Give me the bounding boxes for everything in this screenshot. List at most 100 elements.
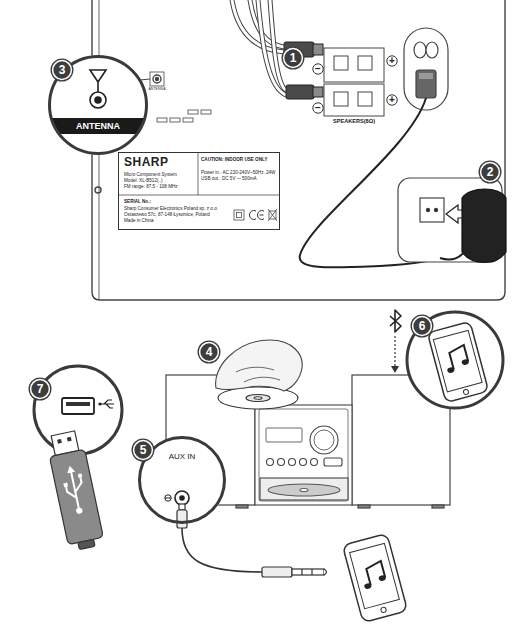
polarity-sign: −: [312, 102, 324, 114]
terminal-polarity: −: [312, 63, 324, 75]
power-inlet: [404, 28, 448, 110]
speaker-cabinet: [236, 505, 248, 508]
node-text: USB out.: DC 5V ⎓ 500mA: [201, 176, 257, 182]
antenna-symbol: [90, 70, 106, 92]
label-band: [48, 118, 148, 134]
dashed-arrow: [394, 336, 395, 366]
phone-icon: [342, 533, 407, 622]
speaker-wires: [258, 0, 286, 95]
antenna-symbol: [90, 92, 106, 108]
disc: [246, 395, 270, 402]
rear-panel: [153, 75, 161, 83]
callout-disc: [411, 315, 434, 338]
main-unit: [260, 478, 348, 500]
speaker-plug: [313, 87, 323, 97]
usb-inset: [34, 366, 122, 454]
power-inlet: [404, 28, 448, 110]
aux-jack: [180, 496, 184, 500]
inset-ring: [140, 438, 225, 523]
usb-stick: [45, 430, 105, 552]
polarity-sign: +: [386, 55, 398, 67]
arrow-head: [391, 366, 399, 373]
callout-disc: [479, 161, 502, 184]
speaker-terminal: [324, 48, 384, 82]
main-unit: [300, 459, 307, 466]
phone-icon: [427, 322, 488, 403]
node-text: Made in China: [124, 218, 154, 224]
rating-plate: SHARPMicro Component SystemModel: XL-B51…: [118, 152, 280, 230]
power-inlet: [419, 73, 433, 79]
terminal-polarity: +: [386, 94, 398, 106]
callout-number: 6: [410, 314, 434, 338]
callout-disc: [51, 59, 74, 82]
callout-number: 3: [50, 58, 74, 82]
callout-number: 1: [281, 46, 305, 70]
phone-icon: [463, 389, 469, 395]
node-text: CAUTION: INDOOR USE ONLY: [201, 157, 267, 163]
phone-icon: [342, 533, 407, 622]
main-unit: [278, 459, 285, 466]
node-text: SERIAL No.:: [124, 199, 151, 205]
aux-jack: [165, 495, 171, 501]
speaker-wires: [250, 0, 284, 47]
callout-number: 2: [478, 160, 502, 184]
antenna-symbol: [95, 97, 101, 103]
hand: [216, 340, 303, 391]
rear-panel: [156, 78, 159, 81]
polarity-sign: +: [386, 94, 398, 106]
node-text: Model: XL-B512(..): [124, 178, 163, 184]
usb-port: [100, 400, 114, 408]
main-unit: [255, 405, 352, 505]
rear-panel: [92, 0, 505, 300]
main-unit: [314, 430, 334, 450]
callout-number: 7: [28, 377, 52, 401]
main-unit: [268, 484, 340, 496]
rear-panel: [188, 110, 198, 114]
phone-icon: [378, 575, 386, 582]
aux-jack: [165, 498, 171, 499]
usb-stick: [57, 439, 62, 444]
usb-stick: [78, 539, 95, 549]
rating-plate-marks: [118, 195, 280, 196]
node-text: FM range: 87.5 - 108 MHz: [124, 184, 178, 190]
main-unit: [267, 459, 274, 466]
aux-cable: [292, 569, 324, 575]
callout-disc: [132, 439, 155, 462]
usb-port: [62, 398, 114, 414]
wall-socket-inset: [398, 178, 506, 263]
node-text: SHARP: [124, 156, 169, 169]
usb-stick: [63, 469, 87, 509]
terminal-circle: [387, 95, 397, 105]
phone-icon: [427, 322, 488, 403]
phone-icon: [380, 607, 386, 613]
callout-number: 4: [197, 340, 221, 364]
speaker-plug: [313, 44, 323, 55]
callout-number: 1: [281, 46, 305, 70]
node-text: Power in.: AC 220-240V~50Hz, 24W: [201, 170, 275, 176]
phone-icon: [433, 330, 482, 391]
power-inlet: [416, 70, 436, 98]
main-unit: [311, 459, 318, 466]
aux-cable: [311, 569, 312, 575]
main-unit: [300, 489, 308, 492]
speaker-terminal: [358, 56, 372, 70]
rear-panel: [157, 118, 167, 122]
rating-plate-marks: [198, 152, 199, 195]
main-unit: [266, 428, 302, 442]
rear-panel: [201, 110, 211, 114]
speaker-terminal: [324, 48, 384, 116]
aux-cable: [262, 567, 292, 577]
terminal-polarity: −: [312, 102, 324, 114]
aux-cable: [182, 528, 262, 572]
inset-fill: [48, 55, 148, 155]
main-unit: [259, 409, 348, 501]
phone-icon: [461, 359, 469, 366]
phone-inset: [407, 312, 503, 408]
callout-number: 3: [50, 58, 74, 82]
rear-panel: [170, 118, 180, 122]
aux-cable: [301, 569, 302, 575]
hand: [216, 340, 303, 391]
power-cord: [440, 250, 466, 260]
